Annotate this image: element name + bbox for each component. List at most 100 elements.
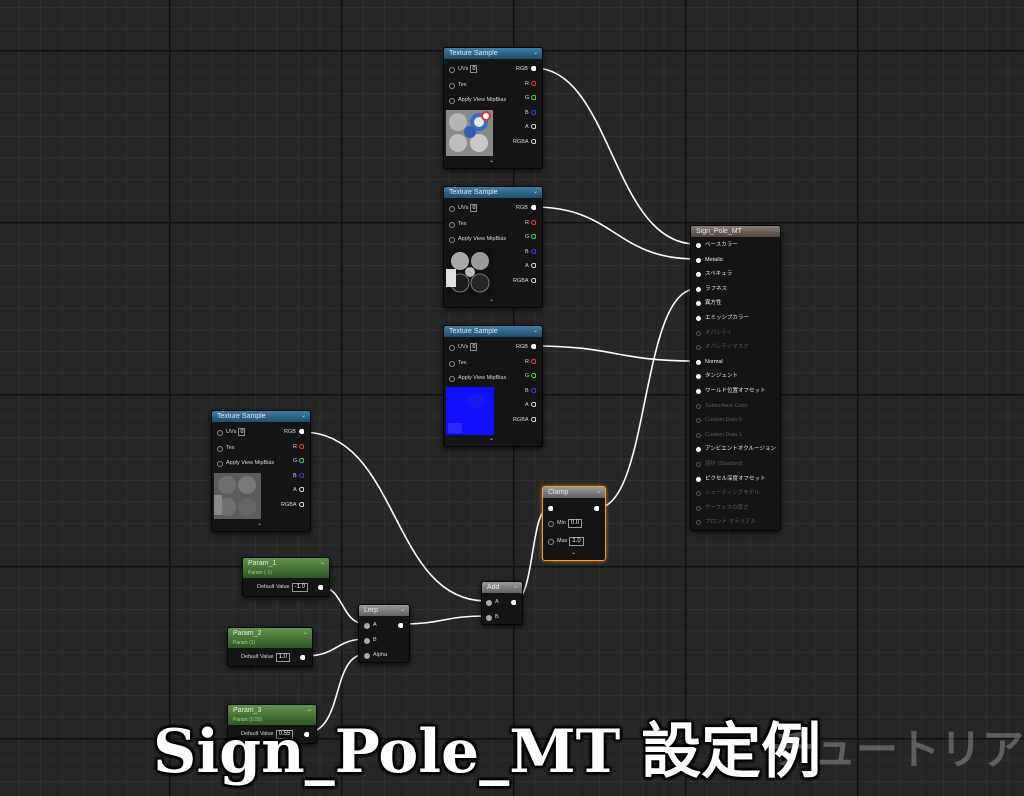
chevron-down-icon[interactable]: ⌄ <box>300 413 306 419</box>
uvs-value-field[interactable]: 0 <box>470 204 478 212</box>
node-header[interactable]: Texture Sample⌄ <box>444 187 542 198</box>
chevron-down-icon[interactable]: ⌄ <box>532 189 538 195</box>
max-value-field[interactable]: 1.0 <box>569 537 584 546</box>
add-output-pin[interactable] <box>511 600 516 605</box>
rgb-output-pin[interactable] <box>531 66 536 71</box>
node-header[interactable]: Texture Sample⌄ <box>444 48 542 59</box>
r-output-pin[interactable] <box>299 444 304 449</box>
expand-arrow-icon[interactable]: ⌄ <box>257 521 263 527</box>
mipbias-input-pin[interactable] <box>449 376 455 382</box>
chevron-down-icon[interactable]: ⌄ <box>595 489 601 495</box>
lerp-b-input-pin[interactable] <box>364 638 370 644</box>
node-header[interactable]: Texture Sample⌄ <box>212 411 310 422</box>
max-input-pin[interactable] <box>548 539 554 545</box>
clamp-input-pin[interactable] <box>548 506 553 511</box>
material-input-pin[interactable] <box>696 432 701 438</box>
rgba-output-pin[interactable] <box>531 139 536 144</box>
b-output-pin[interactable] <box>531 388 536 393</box>
uvs-value-field[interactable]: 0 <box>470 343 478 351</box>
default-value-field[interactable]: -1.0 <box>291 583 308 592</box>
chevron-down-icon[interactable]: ⌄ <box>302 630 308 636</box>
r-output-pin[interactable] <box>531 359 536 364</box>
material-input-pin[interactable] <box>696 403 701 409</box>
material-input-pin[interactable] <box>696 447 701 453</box>
lerp-a-input-pin[interactable] <box>364 623 370 629</box>
uvs-input-pin[interactable] <box>449 67 455 73</box>
min-value-field[interactable]: 0.0 <box>567 519 583 528</box>
expand-arrow-icon[interactable]: ⌄ <box>489 297 495 303</box>
material-input-pin[interactable] <box>696 389 701 394</box>
uvs-input-pin[interactable] <box>449 206 455 212</box>
uvs-value-field[interactable]: 0 <box>470 65 478 73</box>
material-input-pin[interactable] <box>696 330 701 336</box>
expand-arrow-icon[interactable]: ⌄ <box>571 550 577 556</box>
min-input-pin[interactable] <box>548 521 554 527</box>
uvs-value-field[interactable]: 0 <box>238 428 246 436</box>
material-input-pin[interactable] <box>696 301 701 307</box>
param-output-pin[interactable] <box>300 655 305 660</box>
a-output-pin[interactable] <box>531 263 536 268</box>
material-input-pin[interactable] <box>696 462 701 467</box>
add-b-input-pin[interactable] <box>486 615 492 621</box>
material-input-pin[interactable] <box>696 345 701 351</box>
rgb-output-pin[interactable] <box>299 429 304 434</box>
uvs-input-pin[interactable] <box>217 430 223 436</box>
a-output-pin[interactable] <box>299 487 304 492</box>
mipbias-input-pin[interactable] <box>449 98 455 104</box>
material-input-pin[interactable] <box>696 272 701 278</box>
material-input-pin[interactable] <box>696 286 701 292</box>
material-input-pin[interactable] <box>696 316 701 321</box>
material-input-pin[interactable] <box>696 505 701 511</box>
g-output-pin[interactable] <box>299 458 304 463</box>
chevron-down-icon[interactable]: ⌄ <box>306 707 312 713</box>
material-input-pin[interactable] <box>696 257 701 263</box>
chevron-down-icon[interactable]: ⌄ <box>532 328 538 334</box>
default-value-field[interactable]: 0.55 <box>275 730 294 739</box>
mipbias-input-pin[interactable] <box>217 461 223 467</box>
node-header[interactable]: Clamp⌄ <box>543 487 605 498</box>
rgb-output-pin[interactable] <box>531 344 536 349</box>
uvs-input-pin[interactable] <box>449 345 455 351</box>
b-output-pin[interactable] <box>531 110 536 115</box>
material-input-pin[interactable] <box>696 359 701 365</box>
add-a-input-pin[interactable] <box>486 600 492 606</box>
node-header[interactable]: Add⌄ <box>482 582 522 593</box>
b-output-pin[interactable] <box>531 249 536 254</box>
lerp-alpha-input-pin[interactable] <box>364 653 370 659</box>
material-input-pin[interactable] <box>696 243 701 248</box>
g-output-pin[interactable] <box>531 95 536 100</box>
rgb-output-pin[interactable] <box>531 205 536 210</box>
tex-input-pin[interactable] <box>449 83 455 89</box>
add-node[interactable]: Add⌄ A B <box>481 581 523 625</box>
chevron-down-icon[interactable]: ⌄ <box>532 50 538 56</box>
chevron-down-icon[interactable]: ⌄ <box>512 584 518 590</box>
g-output-pin[interactable] <box>531 373 536 378</box>
rgba-output-pin[interactable] <box>531 278 536 283</box>
material-input-pin[interactable] <box>696 418 701 424</box>
rgba-output-pin[interactable] <box>531 417 536 422</box>
tex-input-pin[interactable] <box>217 446 223 452</box>
expand-arrow-icon[interactable]: ⌄ <box>489 158 495 164</box>
lerp-node[interactable]: Lerp⌄ A B Alpha <box>358 604 410 663</box>
node-header[interactable]: Texture Sample⌄ <box>444 326 542 337</box>
a-output-pin[interactable] <box>531 402 536 407</box>
tex-input-pin[interactable] <box>449 222 455 228</box>
b-output-pin[interactable] <box>299 473 304 478</box>
param-output-pin[interactable] <box>318 585 323 590</box>
tex-input-pin[interactable] <box>449 361 455 367</box>
default-value-field[interactable]: 1.0 <box>275 653 290 662</box>
material-input-pin[interactable] <box>696 476 701 482</box>
r-output-pin[interactable] <box>531 220 536 225</box>
g-output-pin[interactable] <box>531 234 536 239</box>
param-output-pin[interactable] <box>304 732 309 737</box>
